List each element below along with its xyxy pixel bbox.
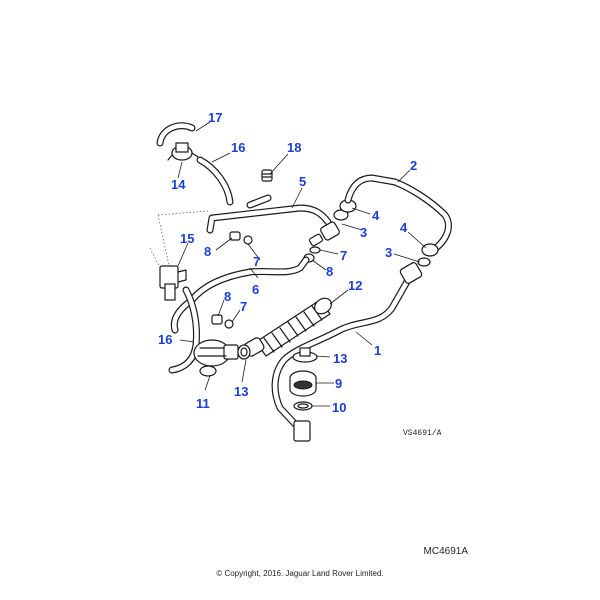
callout-11: 11	[196, 396, 210, 411]
part-13-clamp-left	[237, 344, 251, 360]
part-4-cap-left	[333, 199, 357, 221]
callout-13-left: 13	[234, 384, 248, 399]
callout-4-left: 4	[372, 208, 380, 223]
callout-7-mid: 7	[340, 248, 347, 263]
part-18-clip	[261, 169, 273, 182]
part-6-pipe	[170, 256, 310, 334]
callout-7-lower: 7	[240, 299, 247, 314]
part-2-pipe	[344, 174, 452, 252]
callout-15: 15	[180, 231, 194, 246]
callout-10: 10	[332, 400, 346, 415]
callout-8-lower: 8	[224, 289, 231, 304]
part-3-connector-left	[308, 221, 340, 247]
callout-3-left: 3	[360, 225, 367, 240]
callout-16-upper: 16	[231, 140, 245, 155]
leader-lines	[177, 121, 427, 407]
part-5-pipe	[206, 194, 332, 234]
part-9-valve	[289, 370, 317, 397]
callouts: 17 16 14 18 5 2 4 3 4 3 7 8 15 8 7 6 8 7…	[158, 110, 417, 415]
part-11-housing	[193, 339, 239, 377]
callout-12: 12	[348, 278, 362, 293]
part-12-corrugated-hose	[243, 297, 332, 357]
callout-6: 6	[252, 282, 259, 297]
callout-17: 17	[208, 110, 222, 125]
callout-16-lower: 16	[158, 332, 172, 347]
callout-3-right: 3	[385, 245, 392, 260]
part-13-ring-right	[292, 347, 318, 363]
callout-5: 5	[299, 174, 306, 189]
dotted-bracket	[149, 210, 209, 271]
callout-14: 14	[171, 177, 186, 192]
part-15-sensor	[159, 265, 187, 301]
part-14-valve	[167, 142, 199, 161]
image-code: MC4691A	[423, 546, 468, 557]
callout-9: 9	[335, 376, 342, 391]
callout-2: 2	[410, 158, 417, 173]
part-16-hose-lower	[168, 286, 200, 374]
copyright-notice: © Copyright, 2016. Jaguar Land Rover Lim…	[216, 569, 384, 578]
part-10-washer	[293, 401, 313, 411]
callout-1: 1	[374, 343, 381, 358]
diagram-reference: VS4691/A	[403, 429, 442, 438]
callout-8-left: 8	[204, 244, 211, 259]
callout-7-left: 7	[253, 254, 260, 269]
part-1-pipe	[271, 262, 423, 442]
callout-18: 18	[287, 140, 301, 155]
part-4-cap-right	[417, 243, 439, 267]
part-16-hose-upper	[196, 156, 234, 206]
part-8-7-fittings-left	[229, 231, 253, 245]
part-17-hose	[156, 122, 196, 147]
callout-4-right: 4	[400, 220, 408, 235]
part-8-7-fittings-lower	[211, 314, 234, 329]
callout-8-mid: 8	[326, 264, 333, 279]
callout-13-right: 13	[333, 351, 347, 366]
